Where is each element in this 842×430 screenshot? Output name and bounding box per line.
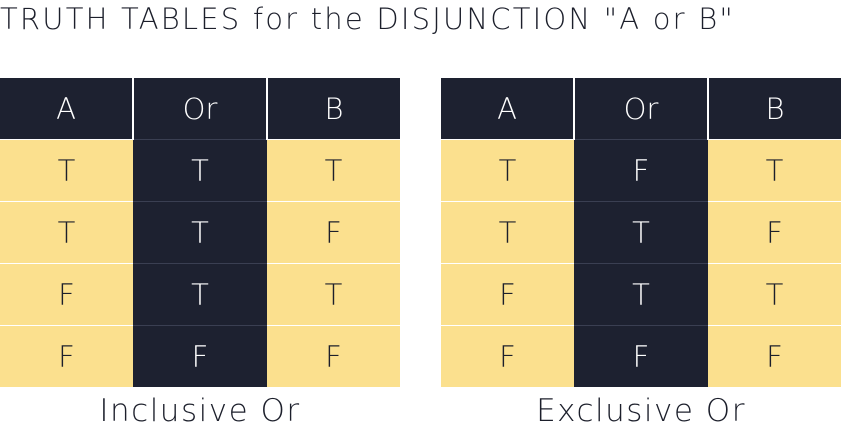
cell-b: T [708, 139, 841, 202]
table-row: T F T [441, 139, 841, 202]
header-a: A [441, 78, 575, 140]
cell-b: T [267, 139, 400, 202]
cell-or: F [574, 139, 708, 202]
cell-or: T [133, 201, 267, 264]
cell-or: F [133, 325, 267, 387]
table-row: T T T [0, 139, 400, 202]
table-header-row: A Or B [0, 78, 400, 140]
exclusive-or-caption: Exclusive Or [536, 393, 746, 429]
cell-a: F [0, 263, 133, 326]
table-row: F F F [441, 325, 841, 387]
cell-or: F [574, 325, 708, 387]
cell-a: F [441, 325, 574, 387]
header-or: Or [133, 78, 268, 140]
cell-b: F [708, 325, 841, 387]
table-row: T T F [441, 201, 841, 264]
cell-b: T [267, 263, 400, 326]
cell-or: T [574, 263, 708, 326]
cell-a: F [441, 263, 574, 326]
cell-a: T [441, 201, 574, 264]
inclusive-or-truth-table: A Or B T T T T T F F T T F F F [0, 78, 400, 387]
cell-b: F [267, 201, 400, 264]
table-row: F T T [441, 263, 841, 326]
header-or: Or [574, 78, 709, 140]
page-title: TRUTH TABLES for the DISJUNCTION "A or B… [0, 2, 735, 36]
exclusive-or-truth-table: A Or B T F T T T F F T T F F F [441, 78, 841, 387]
table-row: F T T [0, 263, 400, 326]
cell-a: T [0, 201, 133, 264]
table-row: T T F [0, 201, 400, 264]
cell-b: T [708, 263, 841, 326]
header-b: B [267, 78, 400, 140]
cell-or: T [133, 139, 267, 202]
inclusive-or-caption: Inclusive Or [99, 393, 301, 429]
cell-a: F [0, 325, 133, 387]
cell-a: T [0, 139, 133, 202]
cell-b: F [708, 201, 841, 264]
header-a: A [0, 78, 134, 140]
header-b: B [708, 78, 841, 140]
table-row: F F F [0, 325, 400, 387]
cell-b: F [267, 325, 400, 387]
cell-a: T [441, 139, 574, 202]
cell-or: T [574, 201, 708, 264]
cell-or: T [133, 263, 267, 326]
table-header-row: A Or B [441, 78, 841, 140]
